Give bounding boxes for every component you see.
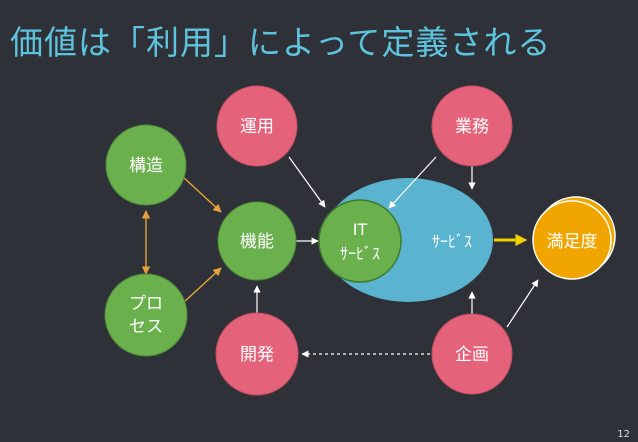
node-planning-label: 企画 — [455, 345, 489, 365]
node-function-label: 機能 — [240, 232, 274, 252]
node-structure-label: 構造 — [129, 156, 163, 176]
node-satisfaction-label: 満足度 — [547, 232, 598, 252]
service-label: ｻｰﾋﾞｽ — [432, 232, 472, 251]
node-process-label-line1: プロ — [129, 294, 163, 314]
node-business-label: 業務 — [455, 117, 489, 137]
arrow-business-it — [388, 156, 437, 209]
node-it-service-label-line1: IT — [353, 220, 368, 239]
node-structure: 構造 — [105, 124, 187, 206]
arrow-planning-satisfaction — [506, 279, 539, 328]
arrow-operation-it — [288, 156, 326, 208]
node-operation-label: 運用 — [240, 117, 274, 137]
node-development: 開発 — [215, 312, 299, 396]
node-process-label-line2: セス — [129, 317, 163, 337]
page-number: 12 — [617, 429, 630, 440]
node-process: プロ セス — [104, 273, 188, 357]
node-business: 業務 — [431, 85, 513, 167]
node-development-label: 開発 — [240, 345, 274, 365]
arrow-process-function — [182, 267, 222, 304]
slide-title: 価値は「利用」によって定義される — [10, 23, 552, 62]
node-it-service: IT ｻｰﾋﾞｽ — [318, 199, 402, 283]
node-satisfaction: 満足度 — [532, 196, 616, 280]
node-planning: 企画 — [431, 313, 513, 395]
arrow-structure-function — [181, 175, 222, 213]
node-function: 機能 — [217, 201, 297, 281]
node-it-service-label-line2: ｻｰﾋﾞｽ — [340, 244, 380, 263]
node-operation: 運用 — [216, 85, 298, 167]
